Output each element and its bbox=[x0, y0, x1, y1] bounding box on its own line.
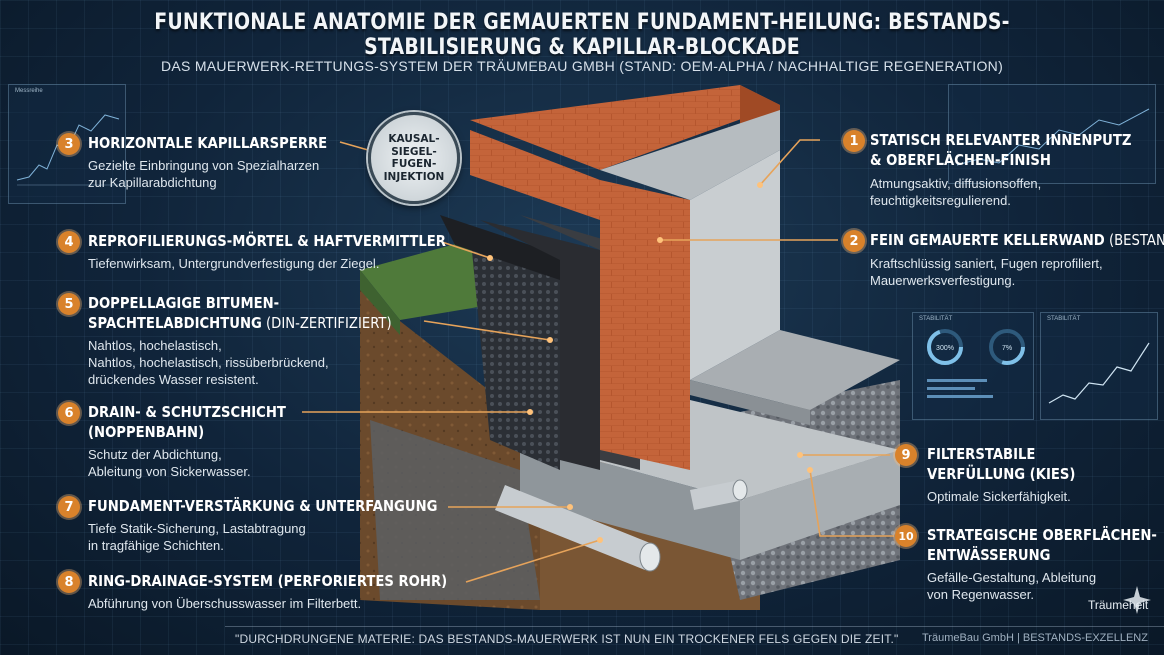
gauge-label-2: 7% bbox=[1002, 345, 1012, 352]
callout-number-6: 6 bbox=[58, 402, 80, 424]
badge-text: KAUSAL- SIEGEL- FUGEN- INJEKTION bbox=[383, 133, 445, 183]
callout-number-1: 1 bbox=[843, 130, 865, 152]
footer-brand: TräumeBau GmbH | BESTANDS-EXZELLENZ bbox=[922, 632, 1148, 644]
callout-5-desc-line-2: Nahtlos, hochelastisch, rissüberbrückend… bbox=[88, 355, 329, 370]
gauge-panel: STABILITÄT 300% 7% bbox=[912, 312, 1034, 420]
panel-title: STABILITÄT bbox=[919, 316, 953, 322]
callout-2-heading-bold: FEIN GEMAUERTE KELLERWAND bbox=[870, 231, 1105, 249]
callout-6-heading-line-1: DRAIN- & SCHUTZSCHICHT bbox=[88, 403, 286, 421]
callout-6-desc-line-2: Ableitung von Sickerwasser. bbox=[88, 464, 251, 479]
chart-panel-right-top bbox=[948, 84, 1156, 184]
sparkle-icon bbox=[1123, 586, 1151, 614]
callout-9-heading-line-2: VERFÜLLUNG (KIES) bbox=[927, 465, 1076, 483]
callout-number-8: 8 bbox=[58, 571, 80, 593]
callout-1-desc-line-2: feuchtigkeitsregulierend. bbox=[870, 193, 1011, 208]
callout-5-heading-light: (DIN-ZERTIFIZIERT) bbox=[261, 314, 392, 332]
callout-6-heading-line-2: (NOPPENBAHN) bbox=[88, 423, 205, 441]
callout-6-desc-line-1: Schutz der Abdichtung, bbox=[88, 447, 222, 462]
callout-10-desc-line-1: Gefälle-Gestaltung, Ableitung bbox=[927, 570, 1097, 585]
callout-3-heading: HORIZONTALE KAPILLARSPERRE bbox=[88, 134, 328, 152]
chart-panel-right-mid: STABILITÄT bbox=[1040, 312, 1158, 420]
callout-10-heading-line-1: STRATEGISCHE OBERFLÄCHEN- bbox=[927, 526, 1157, 544]
gauge-graphic: 300% 7% bbox=[927, 329, 1025, 398]
callout-number-7: 7 bbox=[58, 496, 80, 518]
line-chart-graphic bbox=[956, 108, 1150, 166]
callout-2-desc-line-1: Kraftschlüssig saniert, Fugen reprofilie… bbox=[870, 256, 1103, 271]
callout-7-desc-line-1: Tiefe Statik-Sicherung, Lastabtragung bbox=[88, 521, 306, 536]
callout-4-heading: REPROFILIERUNGS-MÖRTEL & HAFTVERMITTLER bbox=[88, 232, 446, 250]
panel-title: Messreihe bbox=[15, 88, 43, 94]
callout-8-desc-line-1: Abführung von Überschusswasser im Filter… bbox=[88, 596, 362, 611]
callout-5-heading-line-2: SPACHTELABDICHTUNG (DIN-ZERTIFIZIERT) bbox=[88, 314, 392, 333]
callout-number-4: 4 bbox=[58, 231, 80, 253]
callout-3-desc-line-1: Gezielte Einbringung von Spezialharzen bbox=[88, 158, 320, 173]
callout-7-heading: FUNDAMENT-VERSTÄRKUNG & UNTERFANGUNG bbox=[88, 497, 438, 515]
callout-number-10: 10 bbox=[895, 525, 917, 547]
callout-number-5: 5 bbox=[58, 293, 80, 315]
page-title: FUNKTIONALE ANATOMIE DER GEMAUERTEN FUND… bbox=[154, 10, 1010, 60]
callout-10-heading-line-2: ENTWÄSSERUNG bbox=[927, 546, 1051, 564]
callout-1-desc-line-1: Atmungsaktiv, diffusionsoffen, bbox=[870, 176, 1042, 191]
callout-3-desc-line-2: zur Kapillarabdichtung bbox=[88, 175, 217, 190]
callout-2-heading-light: (BESTAND) bbox=[1108, 231, 1164, 249]
callout-5-heading-bold: SPACHTELABDICHTUNG bbox=[88, 314, 262, 332]
callout-10-desc-line-2: von Regenwasser. bbox=[927, 587, 1034, 602]
callout-8-heading: RING-DRAINAGE-SYSTEM (PERFORIERTES ROHR) bbox=[88, 572, 448, 590]
callout-5-heading-line-1: DOPPELLAGIGE BITUMEN- bbox=[88, 294, 280, 312]
callout-5-desc-line-1: Nahtlos, hochelastisch, bbox=[88, 338, 222, 353]
callout-5-desc-line-3: drückendes Wasser resistent. bbox=[88, 372, 259, 387]
callout-2-desc-line-2: Mauerwerksverfestigung. bbox=[870, 273, 1016, 288]
callout-1-heading-line-1: STATISCH RELEVANTER INNENPUTZ bbox=[870, 131, 1132, 149]
callout-4-desc-line-1: Tiefenwirksam, Untergrundverfestigung de… bbox=[88, 256, 380, 271]
callout-9-desc-line-1: Optimale Sickerfähigkeit. bbox=[927, 489, 1071, 504]
injection-seal-badge: KAUSAL- SIEGEL- FUGEN- INJEKTION bbox=[368, 112, 460, 204]
callout-9-heading-line-1: FILTERSTABILE bbox=[927, 445, 1036, 463]
page-subtitle: DAS MAUERWERK-RETTUNGS-SYSTEM DER TRÄUME… bbox=[160, 58, 1004, 74]
callout-number-2: 2 bbox=[843, 230, 865, 252]
callout-number-9: 9 bbox=[895, 444, 917, 466]
callout-number-3: 3 bbox=[58, 133, 80, 155]
panel-title: STABILITÄT bbox=[1047, 316, 1081, 322]
line-chart-graphic bbox=[1048, 342, 1150, 404]
callout-2-heading: FEIN GEMAUERTE KELLERWAND (BESTAND) bbox=[870, 231, 1164, 250]
callout-1-heading-line-2: & OBERFLÄCHEN-FINISH bbox=[870, 151, 1051, 169]
footer-divider bbox=[225, 626, 1164, 627]
footer-quote: "DURCHDRUNGENE MATERIE: DAS BESTANDS-MAU… bbox=[235, 632, 899, 646]
callout-7-desc-line-2: in tragfähige Schichten. bbox=[88, 538, 224, 553]
gauge-label-1: 300% bbox=[936, 345, 954, 352]
